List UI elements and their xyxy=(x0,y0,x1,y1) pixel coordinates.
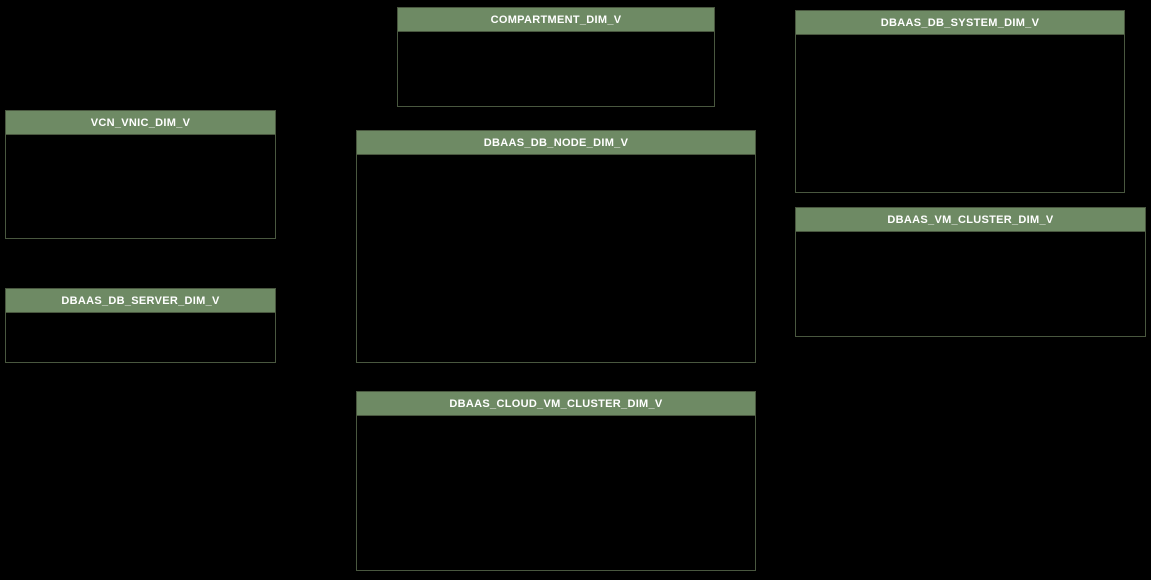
table-body xyxy=(6,313,275,362)
table-dbaas-db-node-dim-v[interactable]: DBAAS_DB_NODE_DIM_V xyxy=(356,130,756,363)
table-header: COMPARTMENT_DIM_V xyxy=(398,8,714,32)
table-title: DBAAS_DB_SERVER_DIM_V xyxy=(61,294,220,307)
table-header: DBAAS_VM_CLUSTER_DIM_V xyxy=(796,208,1145,232)
table-dbaas-vm-cluster-dim-v[interactable]: DBAAS_VM_CLUSTER_DIM_V xyxy=(795,207,1146,337)
table-header: DBAAS_DB_NODE_DIM_V xyxy=(357,131,755,155)
table-dbaas-cloud-vm-cluster-dim-v[interactable]: DBAAS_CLOUD_VM_CLUSTER_DIM_V xyxy=(356,391,756,571)
table-header: VCN_VNIC_DIM_V xyxy=(6,111,275,135)
table-body xyxy=(796,35,1124,192)
table-header: DBAAS_DB_SERVER_DIM_V xyxy=(6,289,275,313)
table-dbaas-db-system-dim-v[interactable]: DBAAS_DB_SYSTEM_DIM_V xyxy=(795,10,1125,193)
table-body xyxy=(6,135,275,238)
table-body xyxy=(357,155,755,362)
table-dbaas-db-server-dim-v[interactable]: DBAAS_DB_SERVER_DIM_V xyxy=(5,288,276,363)
table-vcn-vnic-dim-v[interactable]: VCN_VNIC_DIM_V xyxy=(5,110,276,239)
table-header: DBAAS_DB_SYSTEM_DIM_V xyxy=(796,11,1124,35)
table-title: DBAAS_DB_SYSTEM_DIM_V xyxy=(880,16,1040,29)
table-compartment-dim-v[interactable]: COMPARTMENT_DIM_V xyxy=(397,7,715,107)
table-header: DBAAS_CLOUD_VM_CLUSTER_DIM_V xyxy=(357,392,755,416)
table-title: DBAAS_DB_NODE_DIM_V xyxy=(483,136,629,149)
table-title: VCN_VNIC_DIM_V xyxy=(90,116,191,129)
table-body xyxy=(357,416,755,570)
table-body xyxy=(796,232,1145,336)
table-body xyxy=(398,32,714,106)
table-title: DBAAS_CLOUD_VM_CLUSTER_DIM_V xyxy=(449,397,663,410)
table-title: COMPARTMENT_DIM_V xyxy=(490,13,622,26)
table-title: DBAAS_VM_CLUSTER_DIM_V xyxy=(887,213,1054,226)
